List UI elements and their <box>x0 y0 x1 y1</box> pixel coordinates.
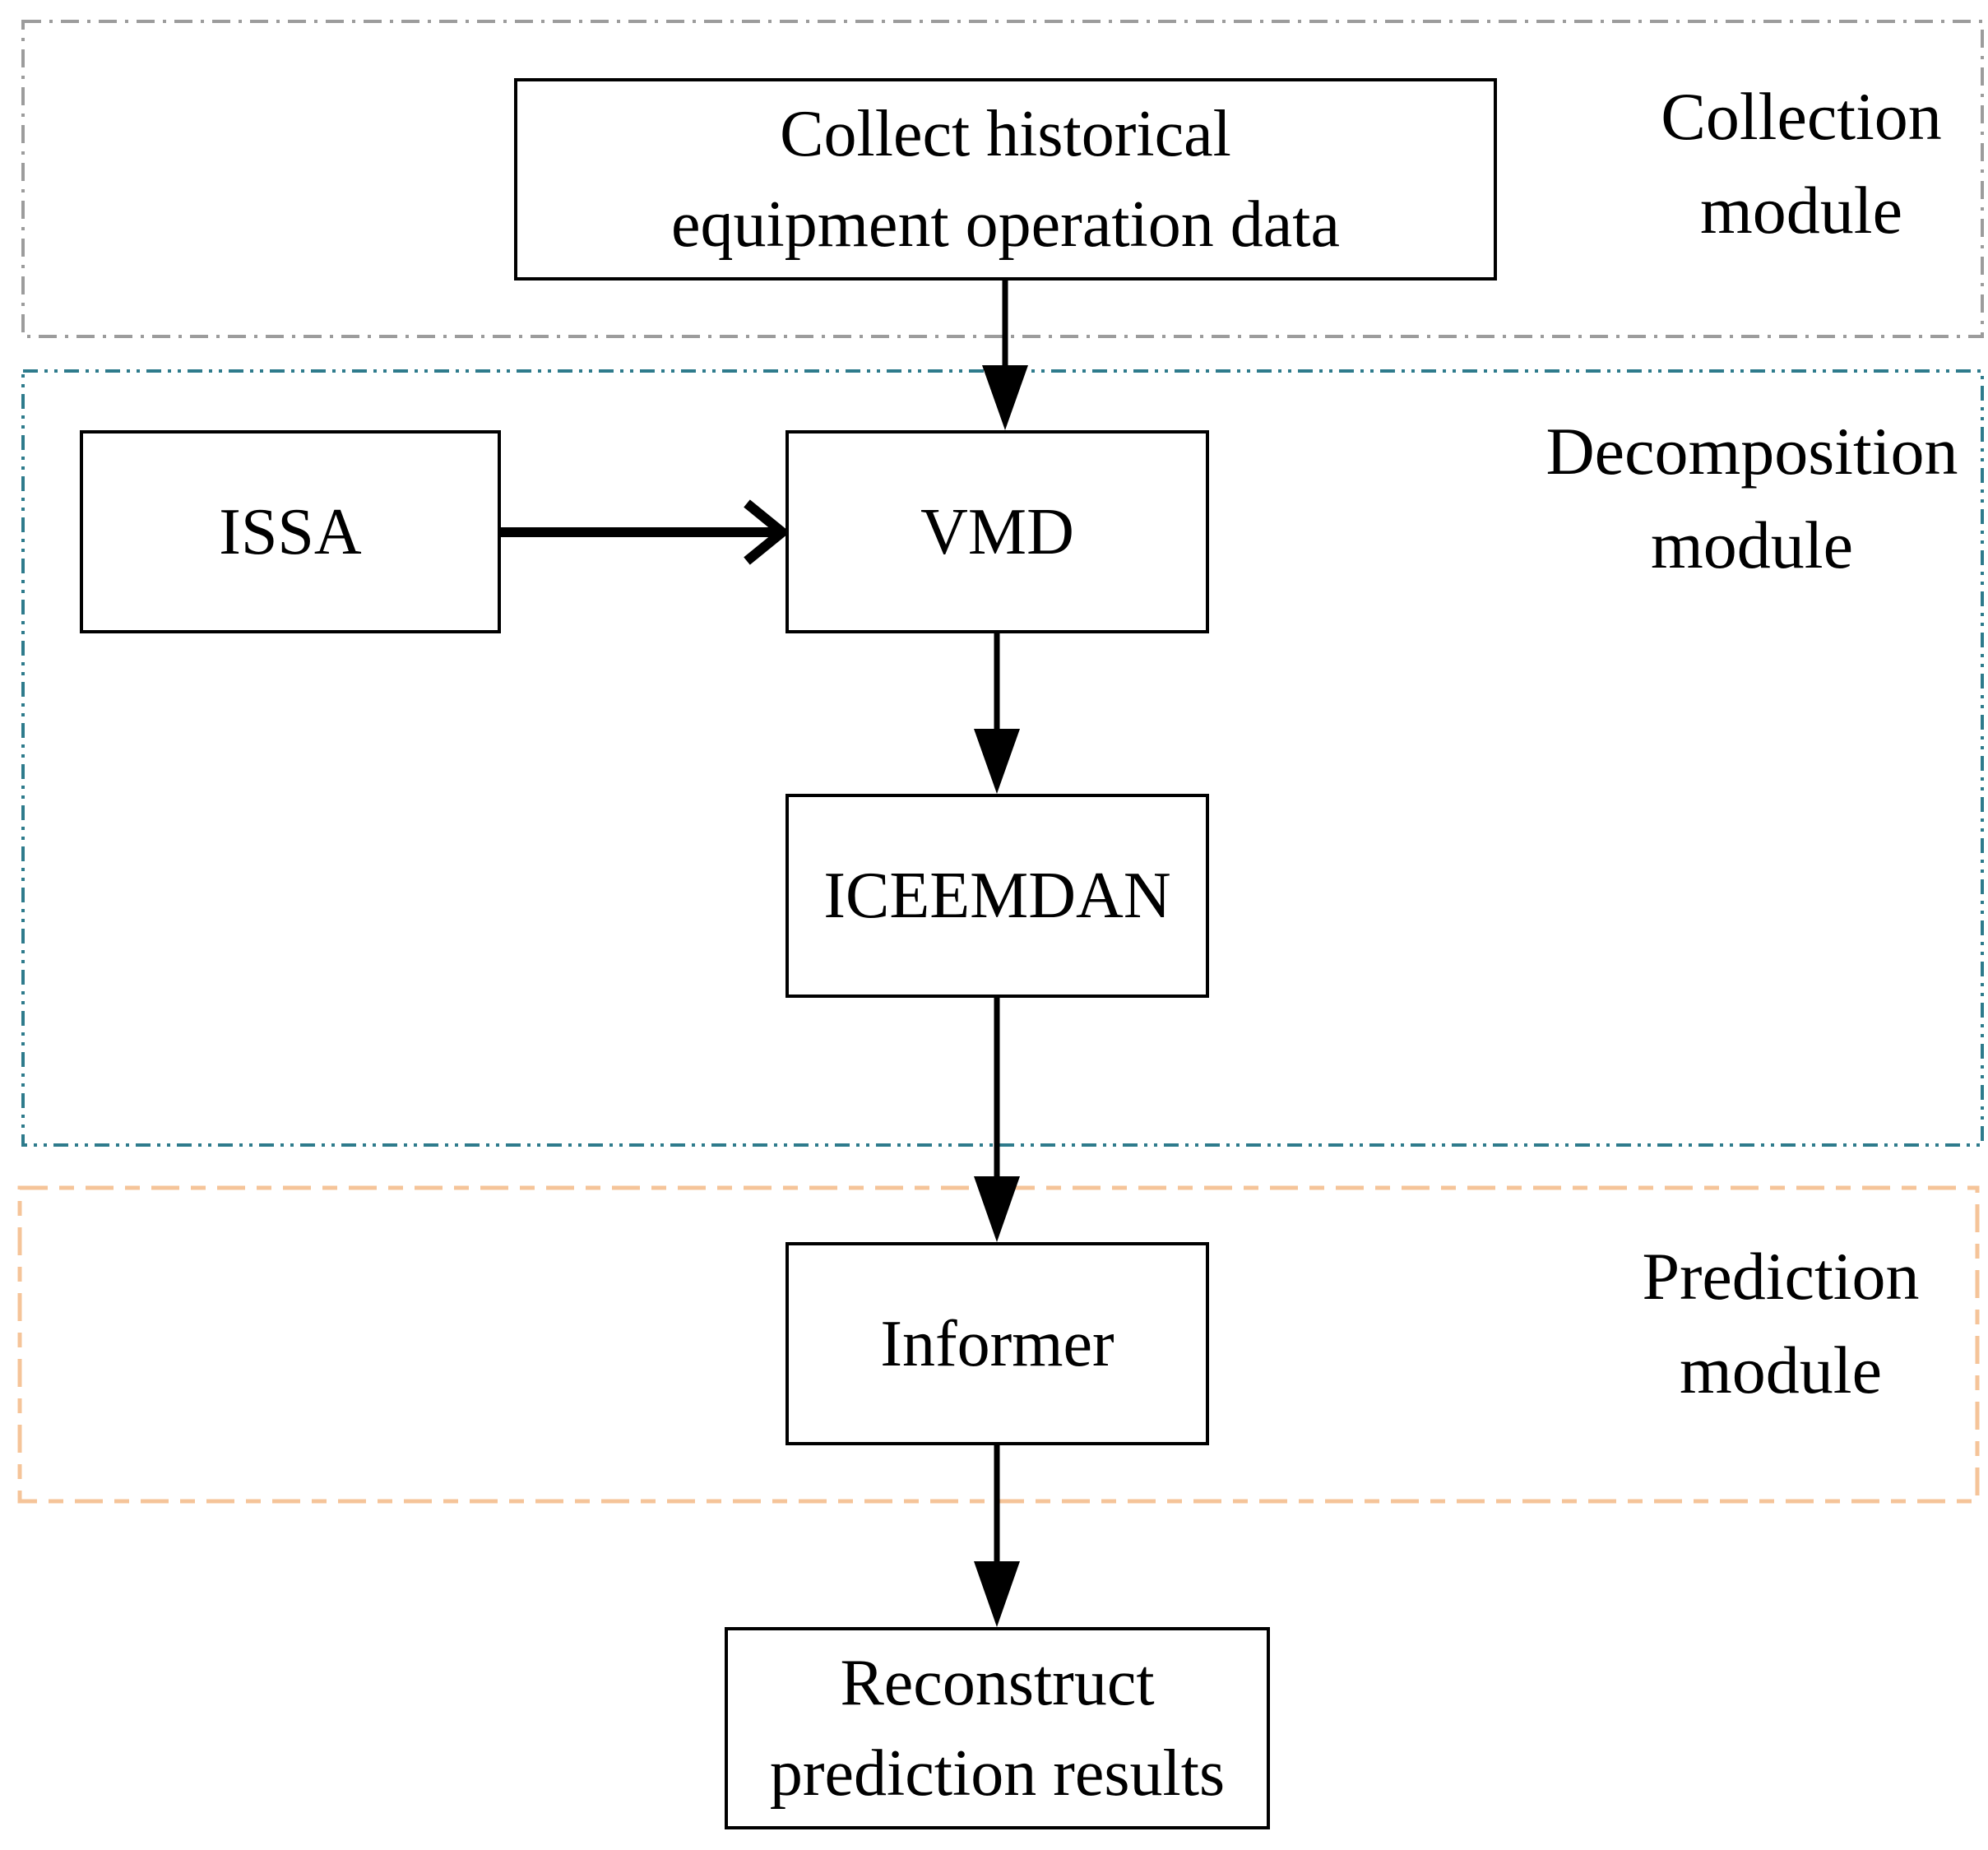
node-issa: ISSA <box>80 430 501 633</box>
node-vmd-label: VMD <box>920 495 1074 568</box>
node-issa-label: ISSA <box>219 495 362 568</box>
node-reconstruct-line2: prediction results <box>769 1737 1226 1810</box>
node-iceemdan: ICEEMDAN <box>785 794 1209 998</box>
edge-informer-to-reconstruct <box>974 1445 1020 1627</box>
node-informer: Informer <box>785 1242 1209 1445</box>
node-reconstruct-line1: Reconstruct <box>840 1647 1155 1719</box>
prediction-module-label-line2: module <box>1680 1333 1882 1407</box>
arrowhead-down-icon <box>974 1561 1020 1627</box>
arrowhead-down-icon <box>974 729 1020 794</box>
decomposition-module-label-line2: module <box>1651 508 1853 582</box>
arrowhead-down-icon <box>982 365 1028 430</box>
edge-collect-to-vmd <box>982 281 1028 430</box>
node-iceemdan-label: ICEEMDAN <box>823 860 1171 932</box>
node-collect-line1: Collect historical <box>780 98 1231 170</box>
node-collect-historical-data: Collect historical equipment operation d… <box>514 78 1497 281</box>
decomposition-module-label-line1: Decomposition <box>1545 414 1958 489</box>
edge-iceemdan-to-informer <box>974 998 1020 1242</box>
prediction-module-label: Prediction module <box>1604 1230 1958 1417</box>
arrowhead-right-icon <box>744 499 790 565</box>
collection-module-label-line2: module <box>1700 173 1902 248</box>
arrowhead-down-icon <box>974 1176 1020 1242</box>
node-informer-label: Informer <box>880 1307 1114 1380</box>
collection-module-label: Collection module <box>1624 70 1978 257</box>
node-reconstruct-results: Reconstruct prediction results <box>725 1627 1270 1829</box>
node-collect-line2: equipment operation data <box>670 188 1341 261</box>
edge-vmd-to-iceemdan <box>974 633 1020 794</box>
edge-issa-to-vmd <box>497 499 790 565</box>
decomposition-module-label: Decomposition module <box>1501 405 1988 592</box>
collection-module-label-line1: Collection <box>1661 79 1942 154</box>
node-vmd: VMD <box>785 430 1209 633</box>
prediction-module-label-line1: Prediction <box>1642 1239 1920 1314</box>
